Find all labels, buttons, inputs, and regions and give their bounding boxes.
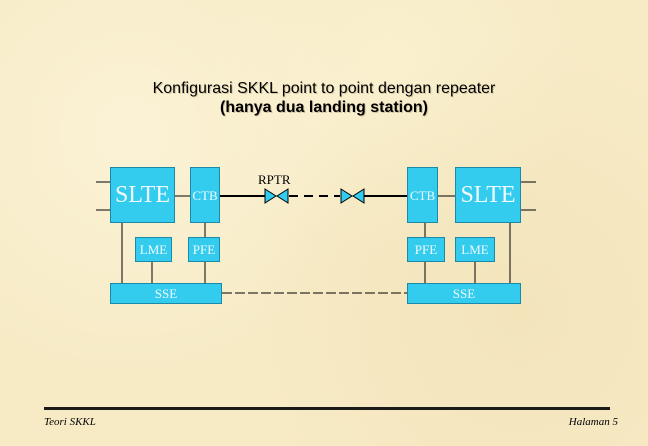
left-pfe-box: PFE [188, 237, 220, 262]
right-pfe-box: PFE [407, 237, 445, 262]
footer-left-text: Teori SKKL [44, 416, 96, 428]
left-ctb-box: CTB [190, 167, 220, 223]
right-ctb-box: CTB [407, 167, 438, 223]
right-repeater-icon [340, 188, 353, 204]
left-repeater-icon [264, 188, 277, 204]
right-sse-box: SSE [407, 283, 521, 304]
footer-page-number: Halaman 5 [568, 416, 618, 428]
left-slte-box: SLTE [110, 167, 175, 223]
left-lme-box: LME [135, 237, 172, 262]
left-sse-box: SSE [110, 283, 222, 304]
slide-title: Konfigurasi SKKL point to point dengan r… [152, 80, 496, 97]
slide-subtitle: (hanya dua landing station) [219, 99, 428, 116]
footer-divider [44, 407, 610, 410]
right-lme-box: LME [455, 237, 495, 262]
repeater-label: RPTR [258, 172, 291, 187]
right-slte-box: SLTE [455, 167, 521, 223]
